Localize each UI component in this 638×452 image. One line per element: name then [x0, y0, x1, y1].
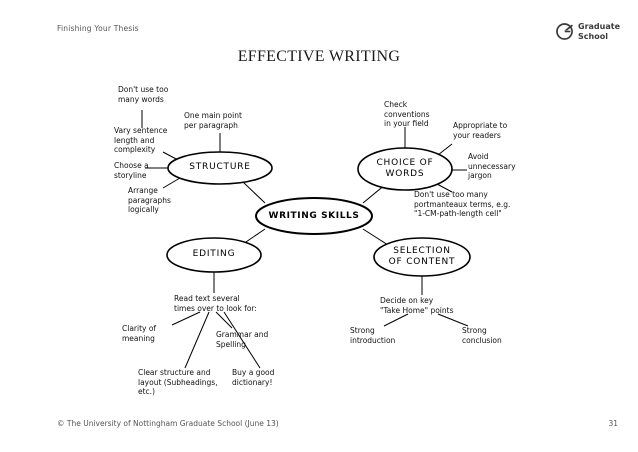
leaf-clear-structure-layout: Clear structure and layout (Subheadings,… — [138, 368, 218, 396]
node-selection — [373, 237, 471, 277]
leaf-vary-sentence: Vary sentence length and complexity — [114, 126, 168, 154]
leaf-strong-introduction: Strong introduction — [350, 326, 396, 345]
edge-read-grammar — [215, 311, 233, 329]
edge-read-clear-structure — [184, 311, 210, 369]
page-title: EFFECTIVE WRITING — [237, 48, 401, 65]
logo-wordmark: Graduate School — [578, 22, 620, 41]
edge-center-structure — [242, 181, 266, 204]
leaf-read-text-several-times: Read text several times over to look for… — [174, 294, 257, 313]
node-choice — [357, 147, 453, 191]
edge-choice-portmanteaux — [436, 183, 453, 193]
leaf-grammar-and-spelling: Grammar and Spelling — [216, 330, 269, 349]
edge-decide-strong-conclusion — [437, 313, 469, 327]
graduate-school-logo: Graduate School — [555, 22, 620, 41]
edge-center-selection — [362, 228, 389, 246]
logo-line-school: School — [578, 31, 608, 41]
edge-read-clarity — [171, 311, 201, 326]
leaf-avoid-unnecessary-jargon: Avoid unnecessary jargon — [468, 152, 516, 180]
node-editing — [166, 237, 262, 273]
leaf-one-main-point: One main point per paragraph — [184, 111, 242, 130]
leaf-clarity-of-meaning: Clarity of meaning — [122, 324, 157, 343]
edge-structure-vary-sentence — [162, 151, 179, 161]
leaf-portmanteaux-terms: Don't use too many portmanteaux terms, e… — [414, 190, 511, 218]
leaf-dont-use-too-many-words: Don't use too many words — [118, 85, 169, 104]
logo-g-icon — [556, 23, 573, 40]
edge-structure-arrange-para — [162, 177, 181, 189]
edge-decide-strong-intro — [383, 313, 409, 327]
leaf-appropriate-to-readers: Appropriate to your readers — [453, 121, 508, 140]
leaf-arrange-paragraphs: Arrange paragraphs logically — [128, 186, 171, 214]
logo-line-graduate: Graduate — [578, 22, 620, 31]
leaf-buy-a-good-dictionary: Buy a good dictionary! — [232, 368, 275, 387]
leaf-choose-a-storyline: Choose a storyline — [114, 161, 149, 180]
leaf-decide-on-key-points: Decide on key "Take Home" points — [380, 296, 454, 315]
node-center — [255, 197, 373, 235]
running-head: Finishing Your Thesis — [57, 24, 139, 33]
leaf-check-conventions: Check conventions in your field — [384, 100, 430, 128]
footer-copyright: © The University of Nottingham Graduate … — [57, 419, 279, 428]
node-structure — [167, 151, 273, 185]
leaf-strong-conclusion: Strong conclusion — [462, 326, 502, 345]
edge-center-editing — [242, 228, 266, 245]
edge-choice-appropriate — [437, 143, 453, 156]
footer-page-number: 31 — [608, 419, 618, 428]
edge-read-buy-dictionary — [223, 311, 261, 369]
